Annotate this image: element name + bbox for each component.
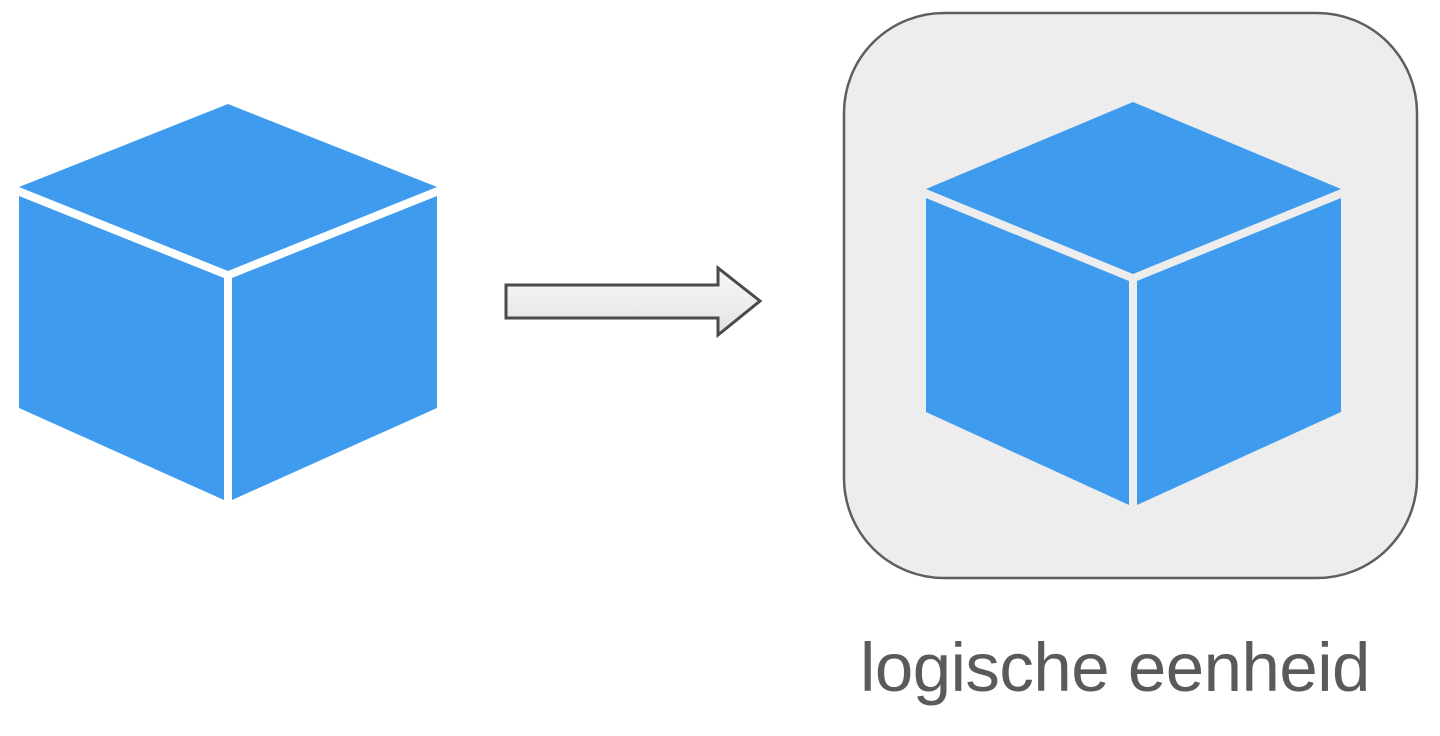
- transform-arrow: [504, 264, 763, 339]
- target-cube-right-face: [1137, 198, 1341, 505]
- target-cube-left-face: [926, 198, 1129, 505]
- tile-caption-label: logische eenheid: [860, 629, 1370, 706]
- source-cube-icon: [19, 104, 437, 500]
- target-cube-top-face: [926, 102, 1341, 274]
- source-cube-top-face: [19, 104, 437, 271]
- target-cube-icon: [926, 102, 1341, 505]
- source-cube-right-face: [232, 196, 437, 500]
- arrow-shape: [504, 264, 763, 339]
- source-cube-left-face: [19, 196, 224, 500]
